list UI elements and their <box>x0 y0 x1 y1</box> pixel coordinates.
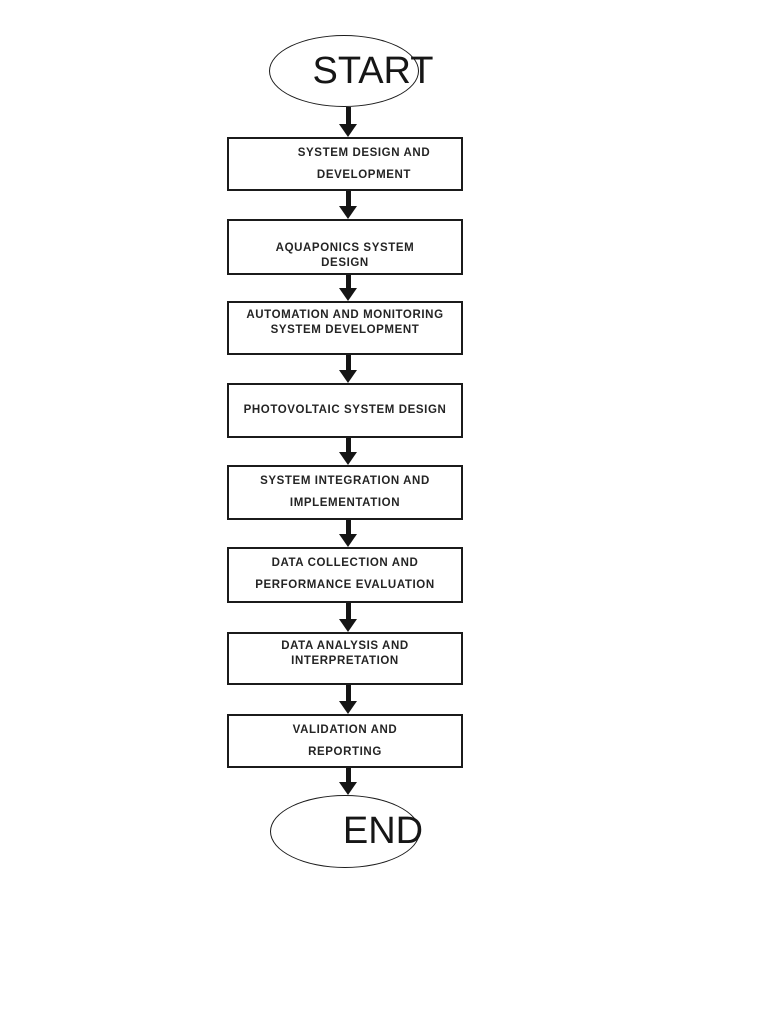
step-line: SYSTEM DEVELOPMENT <box>270 324 420 336</box>
step-box-data-collection: DATA COLLECTION AND PERFORMANCE EVALUATI… <box>227 547 463 603</box>
step-line: SYSTEM DESIGN AND <box>297 147 431 159</box>
step-line: DEVELOPMENT <box>316 169 412 181</box>
flow-arrow-7 <box>339 603 357 632</box>
arrow-head-icon <box>339 534 357 547</box>
arrow-shaft <box>345 768 351 784</box>
flow-arrow-8 <box>339 685 357 714</box>
end-node: END <box>270 795 424 868</box>
step-box-system-design: SYSTEM DESIGN AND DEVELOPMENT <box>227 137 463 191</box>
arrow-head-icon <box>339 619 357 632</box>
step-line: SYSTEM INTEGRATION AND <box>260 475 430 487</box>
step-box-system-integration: SYSTEM INTEGRATION AND IMPLEMENTATION <box>227 465 463 520</box>
arrow-shaft <box>345 438 351 454</box>
arrow-head-icon <box>339 288 357 301</box>
step-line: DESIGN <box>321 257 369 269</box>
flow-arrow-4 <box>339 355 357 383</box>
step-line: INTERPRETATION <box>291 655 399 667</box>
step-line: PERFORMANCE EVALUATION <box>255 579 435 591</box>
arrow-shaft <box>345 520 351 536</box>
flow-arrow-2 <box>339 191 357 219</box>
step-line: PHOTOVOLTAIC SYSTEM DESIGN <box>243 404 447 416</box>
end-label: END <box>342 810 424 852</box>
step-line: DATA COLLECTION AND <box>271 557 419 569</box>
arrow-head-icon <box>339 452 357 465</box>
arrow-head-icon <box>339 701 357 714</box>
step-line: AQUAPONICS SYSTEM <box>275 242 415 254</box>
flow-arrow-1 <box>339 107 357 137</box>
step-box-aquaponics-design: AQUAPONICS SYSTEM DESIGN <box>227 219 463 275</box>
arrow-head-icon <box>339 124 357 137</box>
arrow-shaft <box>345 275 351 290</box>
flow-arrow-6 <box>339 520 357 547</box>
arrow-head-icon <box>339 206 357 219</box>
step-box-data-analysis: DATA ANALYSIS AND INTERPRETATION <box>227 632 463 685</box>
step-line: DATA ANALYSIS AND <box>281 640 409 652</box>
arrow-shaft <box>345 603 351 621</box>
flow-arrow-3 <box>339 275 357 301</box>
start-label: START <box>312 49 434 92</box>
arrow-head-icon <box>339 782 357 795</box>
arrow-shaft <box>345 107 351 126</box>
step-line: IMPLEMENTATION <box>289 497 401 509</box>
step-box-photovoltaic-design: PHOTOVOLTAIC SYSTEM DESIGN <box>227 383 463 438</box>
step-box-validation-reporting: VALIDATION AND REPORTING <box>227 714 463 768</box>
flow-arrow-9 <box>339 768 357 795</box>
arrow-shaft <box>345 191 351 208</box>
arrow-shaft <box>345 355 351 372</box>
arrow-head-icon <box>339 370 357 383</box>
step-line: AUTOMATION AND MONITORING <box>246 309 444 321</box>
flow-arrow-5 <box>339 438 357 465</box>
step-box-automation-monitoring: AUTOMATION AND MONITORING SYSTEM DEVELOP… <box>227 301 463 355</box>
arrow-shaft <box>345 685 351 703</box>
step-line: VALIDATION AND <box>292 724 398 736</box>
step-line: REPORTING <box>308 746 382 758</box>
start-node: START <box>269 35 434 107</box>
